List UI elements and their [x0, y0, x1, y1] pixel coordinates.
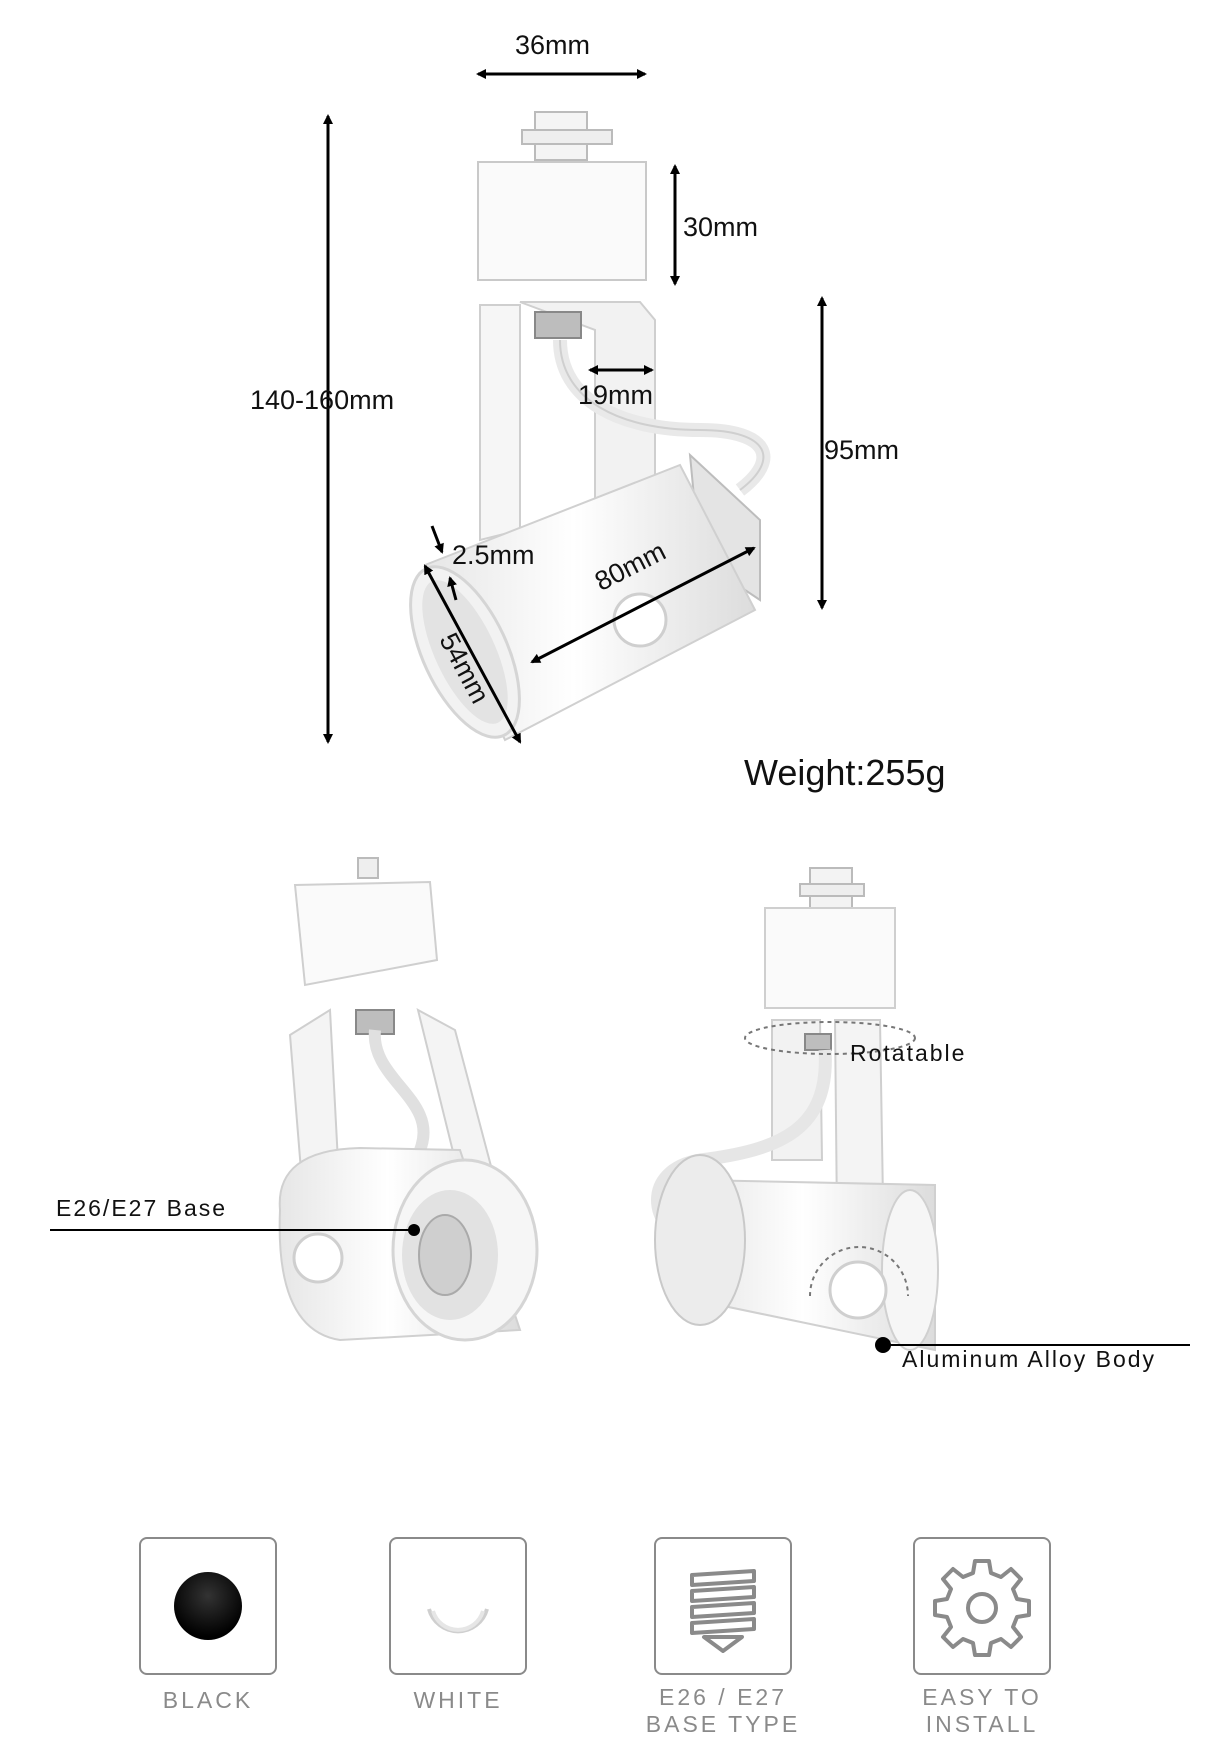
body-callout-label: Aluminum Alloy Body: [902, 1346, 1157, 1372]
feature-white: [389, 1537, 527, 1675]
dimension-wall-thickness: 2.5mm: [452, 540, 535, 570]
track-light-side-view: [651, 867, 939, 1352]
black-dot-icon: [174, 1572, 242, 1640]
track-light-front-view: [278, 857, 539, 1342]
feature-base-type-label: E26 / E27 BASE TYPE: [644, 1684, 802, 1738]
rotatable-callout-label: Rotatable: [850, 1040, 967, 1066]
base-callout-label: E26/E27 Base: [56, 1195, 228, 1221]
feature-base-type-line1: E26 / E27: [658, 1684, 788, 1710]
dimension-arrows: [323, 69, 827, 744]
dimension-head-height: 95mm: [824, 435, 900, 465]
feature-base-type-line2: BASE TYPE: [645, 1711, 801, 1737]
feature-white-label: WHITE: [413, 1687, 503, 1713]
dimension-adapter-height: 30mm: [683, 212, 759, 242]
feature-black-label: BLACK: [162, 1687, 254, 1713]
feature-easy-install-line1: EASY TO: [922, 1684, 1042, 1710]
white-dot-icon: [427, 1608, 489, 1634]
dimension-total-height: 140-160mm: [250, 385, 395, 415]
weight-label: Weight:255g: [744, 752, 946, 793]
feature-easy-install-line2: INSTALL: [925, 1711, 1039, 1737]
body-callout-dot: [875, 1337, 891, 1353]
feature-base-type: [654, 1537, 792, 1675]
callout-lines: [50, 1229, 1190, 1346]
gear-icon: [933, 1559, 1031, 1657]
screw-base-icon: [690, 1569, 756, 1653]
dimension-width-top: 36mm: [515, 30, 591, 60]
feature-easy-install: [913, 1537, 1051, 1675]
feature-easy-install-label: EASY TO INSTALL: [903, 1684, 1061, 1738]
feature-black: [139, 1537, 277, 1675]
base-callout-dot: [408, 1224, 420, 1236]
dimension-arm-width: 19mm: [578, 380, 654, 410]
